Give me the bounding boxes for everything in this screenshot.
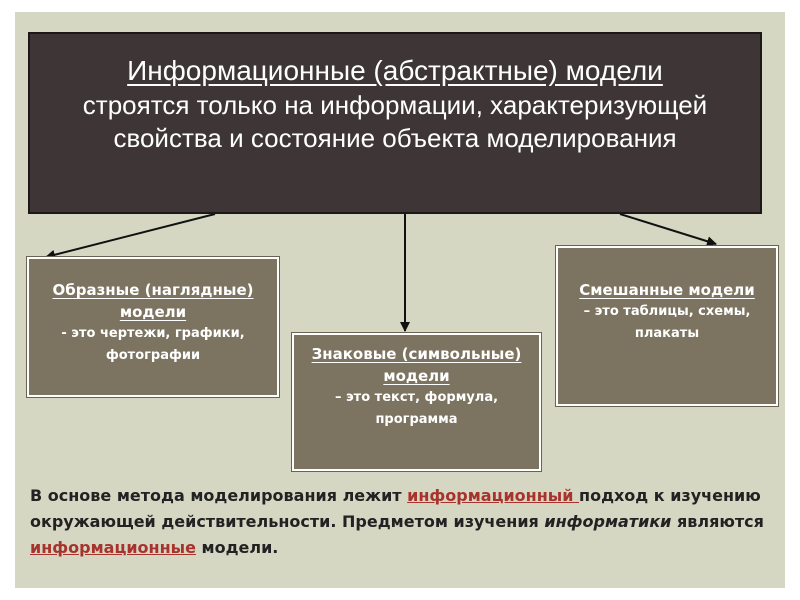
figurative-models-box: Образные (наглядные) модели - это чертеж… bbox=[26, 256, 280, 398]
footer-italic-term: информатики bbox=[544, 512, 672, 531]
footer-text-3: являются bbox=[671, 512, 764, 531]
mixed-models-title: Смешанные модели bbox=[579, 281, 755, 299]
footer-highlight-1: информационный bbox=[407, 486, 580, 505]
figurative-models-title: Образные (наглядные) модели bbox=[52, 281, 254, 321]
footer-paragraph: В основе метода моделирования лежит инфо… bbox=[30, 483, 770, 561]
symbolic-models-box: Знаковые (символьные) модели – это текст… bbox=[291, 332, 542, 472]
mixed-models-description: – это таблицы, схемы, плакаты bbox=[583, 304, 751, 341]
footer-text-2: подход к изучению окружающей действитель… bbox=[30, 486, 761, 531]
footer-highlight-2: информационные bbox=[30, 538, 196, 557]
footer-text-1: В основе метода моделирования лежит bbox=[30, 486, 408, 505]
footer-text-4: модели. bbox=[195, 538, 279, 557]
main-description: строятся только на информации, характери… bbox=[82, 90, 708, 153]
main-heading: Информационные (абстрактные) модели bbox=[127, 55, 663, 86]
mixed-models-box: Смешанные модели – это таблицы, схемы, п… bbox=[555, 245, 779, 407]
main-title-box: Информационные (абстрактные) модели стро… bbox=[28, 32, 762, 214]
symbolic-models-description: – это текст, формула, программа bbox=[334, 390, 499, 427]
figurative-models-description: - это чертежи, графики, фотографии bbox=[61, 326, 245, 363]
symbolic-models-title: Знаковые (символьные) модели bbox=[311, 345, 522, 385]
